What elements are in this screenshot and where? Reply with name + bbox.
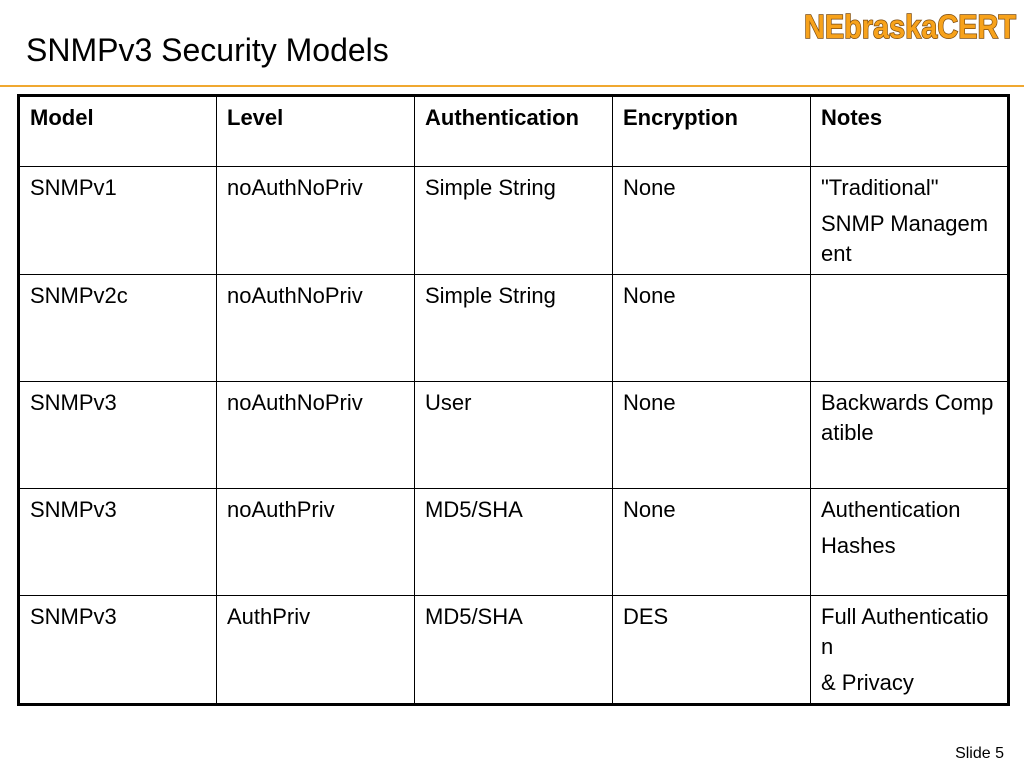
column-header-encryption: Encryption [612, 95, 811, 167]
cell-notes: Authentication Hashes [810, 488, 1009, 596]
note-line: & Privacy [821, 670, 914, 695]
slide-number: Slide 5 [955, 745, 1004, 762]
cell-notes [810, 274, 1009, 382]
cell-level: noAuthNoPriv [216, 274, 415, 382]
column-header-notes: Notes [810, 95, 1009, 167]
cell-model: SNMPv3 [18, 488, 217, 596]
column-header-model: Model [18, 95, 217, 167]
cell-level: noAuthNoPriv [216, 381, 415, 489]
table-row: SNMPv2c noAuthNoPriv Simple String None [18, 274, 1009, 382]
column-header-authentication: Authentication [414, 95, 613, 167]
cell-authentication: User [414, 381, 613, 489]
cell-encryption: None [612, 166, 811, 275]
cell-encryption: None [612, 488, 811, 596]
cell-encryption: None [612, 274, 811, 382]
cell-authentication: MD5/SHA [414, 595, 613, 705]
table-row: SNMPv3 noAuthNoPriv User None Backwards … [18, 381, 1009, 489]
cell-notes: Backwards Compatible [810, 381, 1009, 489]
cell-level: noAuthNoPriv [216, 166, 415, 275]
note-line: Backwards Compatible [821, 390, 994, 445]
note-line: Authentication [821, 497, 961, 522]
cell-model: SNMPv3 [18, 381, 217, 489]
cell-level: AuthPriv [216, 595, 415, 705]
cell-encryption: DES [612, 595, 811, 705]
cell-model: SNMPv1 [18, 166, 217, 275]
title-divider [0, 85, 1024, 87]
cell-notes: "Traditional" SNMP Management [810, 166, 1009, 275]
column-header-level: Level [216, 95, 415, 167]
table-row: SNMPv3 noAuthPriv MD5/SHA None Authentic… [18, 488, 1009, 596]
note-line: Hashes [821, 533, 896, 558]
note-line: "Traditional" [821, 175, 939, 200]
slide-title: SNMPv3 Security Models [26, 32, 389, 68]
nebraskacert-logo: NEbraskaCERT [800, 2, 1022, 52]
cell-authentication: Simple String [414, 166, 613, 275]
cell-authentication: Simple String [414, 274, 613, 382]
note-line: SNMP Management [821, 211, 989, 266]
note-line: Full Authentication [821, 604, 989, 659]
cell-encryption: None [612, 381, 811, 489]
table-row: SNMPv3 AuthPriv MD5/SHA DES Full Authent… [18, 595, 1009, 705]
cell-level: noAuthPriv [216, 488, 415, 596]
logo-graphic: NEbraskaCERT [803, 7, 1017, 46]
table-header-row: Model Level Authentication Encryption No… [18, 95, 1009, 167]
cell-model: SNMPv2c [18, 274, 217, 382]
cell-notes: Full Authentication & Privacy [810, 595, 1009, 705]
cell-authentication: MD5/SHA [414, 488, 613, 596]
cell-model: SNMPv3 [18, 595, 217, 705]
table-row: SNMPv1 noAuthNoPriv Simple String None "… [18, 166, 1009, 275]
logo-text: NEbraskaCERT [804, 8, 1016, 45]
security-models-table: Model Level Authentication Encryption No… [17, 94, 1010, 706]
